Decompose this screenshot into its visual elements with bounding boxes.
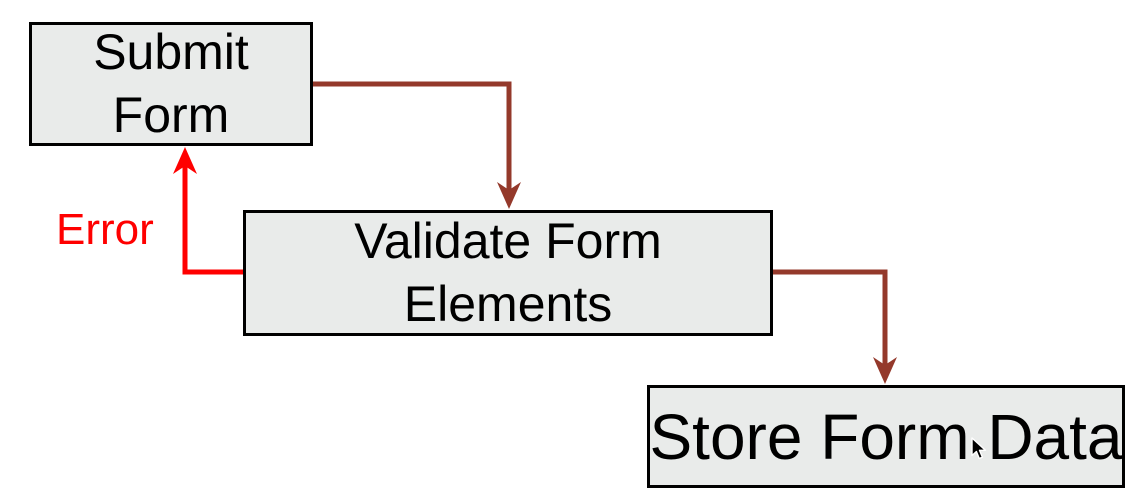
arrowhead-validate-to-store-icon xyxy=(873,357,897,384)
node-validate-label-line2: Elements xyxy=(403,276,613,332)
node-validate-label-line1: Validate Form xyxy=(354,213,662,269)
arrowhead-submit-to-validate-icon xyxy=(497,182,521,209)
node-validate-form-elements[interactable]: Validate Form Elements xyxy=(243,210,773,336)
edge-label-error[interactable]: Error xyxy=(56,205,154,254)
arrowhead-error-return-icon xyxy=(173,147,197,174)
connector-submit-to-validate[interactable] xyxy=(313,81,512,191)
node-submit-form-label-line1: Submit xyxy=(93,24,249,80)
mouse-cursor-icon xyxy=(971,437,987,460)
connector-validate-to-store[interactable] xyxy=(773,269,888,366)
node-store-label-line1: Store Form Data xyxy=(649,400,1123,473)
connector-error-return[interactable] xyxy=(182,165,243,275)
node-store-form-data[interactable]: Store Form Data xyxy=(647,385,1125,488)
node-submit-form-label-line2: Form xyxy=(112,87,230,143)
node-submit-form[interactable]: Submit Form xyxy=(29,22,313,146)
